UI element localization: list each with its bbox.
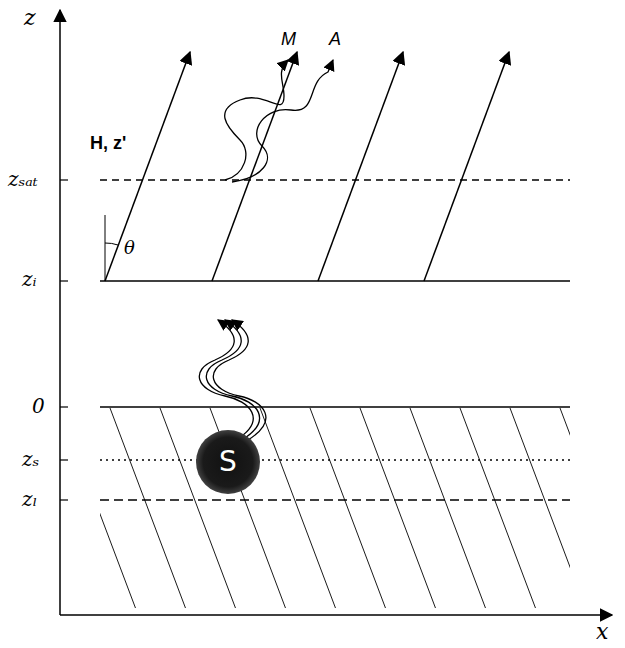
angle-label: θ bbox=[124, 238, 135, 258]
z-axis bbox=[59, 10, 61, 615]
axis-label: x bbox=[596, 620, 608, 644]
source-level bbox=[100, 459, 570, 461]
interface-level bbox=[100, 280, 570, 282]
direction-label: H, z' bbox=[90, 134, 126, 154]
axis-ticks bbox=[60, 180, 68, 500]
source-waves bbox=[199, 320, 266, 440]
wave-a bbox=[232, 60, 333, 182]
slant-arrows bbox=[105, 52, 509, 281]
surface-level bbox=[100, 406, 570, 408]
x-axis bbox=[60, 614, 612, 616]
lower-level bbox=[100, 499, 570, 500]
level-label: zₛₐₜ bbox=[8, 168, 38, 190]
level-label: zₛ bbox=[22, 448, 39, 470]
level-label: 0 bbox=[32, 395, 45, 417]
angle-arc bbox=[105, 243, 118, 245]
sat-level bbox=[100, 179, 570, 180]
wave-label: M bbox=[281, 30, 296, 50]
axis-label: z bbox=[24, 6, 36, 30]
source-circle: S bbox=[196, 430, 260, 494]
wave-label: A bbox=[329, 30, 341, 50]
source-label: S bbox=[219, 448, 237, 476]
ground-hatching bbox=[100, 408, 570, 608]
level-label: zₗ bbox=[22, 488, 37, 510]
level-label: zᵢ bbox=[22, 268, 37, 290]
vertical-reference bbox=[105, 215, 106, 281]
wave-m bbox=[225, 60, 288, 180]
